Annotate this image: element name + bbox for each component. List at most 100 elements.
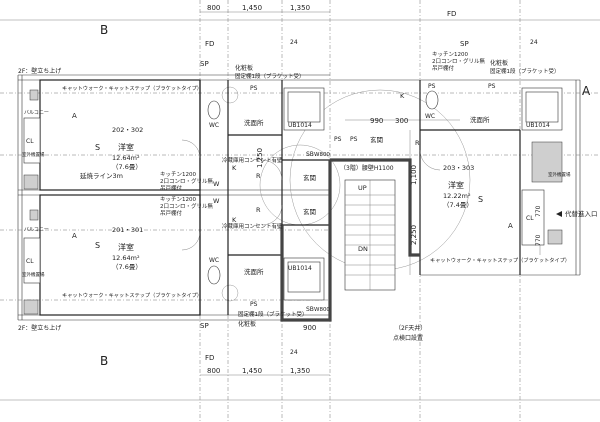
stove-label-bottom: 2口コンロ・グリル無 (160, 202, 213, 210)
fd-label-bottom: FD (205, 354, 214, 362)
washroom-label-right: 洗面所 (470, 115, 490, 124)
room-labels: 202・302 洋室 12.64m² （7.6畳） 201・301 洋室 12.… (112, 126, 474, 271)
catwalk-note-lower: キャットウォーク・キャットステップ（ブラケットタイプ） (62, 291, 202, 299)
room-name-right: 洋室 (448, 180, 464, 190)
dim-1250: 1,250 (256, 148, 264, 168)
stair-core-walls (280, 158, 420, 322)
outdoor-unit-top: 室外機置場 (22, 151, 45, 158)
shoe-box-w-top: W800 (314, 152, 330, 158)
room-no-202: 202・302 (112, 126, 143, 134)
fridge-label-top: 冷蔵庫用コンセント有壁 (222, 156, 283, 164)
dim-900: 900 (303, 324, 316, 332)
mark-s-top: S (95, 143, 100, 152)
balcony-label-top: バルコニー (24, 110, 49, 116)
mark-r-right: R (415, 139, 420, 147)
hanging-shelf-top: 吊戸棚付 (160, 184, 183, 192)
mark-k-bottom: K (232, 216, 237, 224)
fixture-labels: キッチン1200 2口コンロ・グリル無 吊戸棚付 キッチン1200 2口コンロ・… (22, 51, 571, 328)
kitchen-label-right: キッチン1200 (432, 51, 468, 58)
area-jo-right: （7.4畳） (443, 201, 473, 209)
dim-300: 300 (395, 117, 408, 125)
ceiling-note: （2F天井） (395, 324, 426, 332)
area-m2-bottom: 12.64m² (112, 254, 140, 262)
dim-990: 990 (370, 117, 383, 125)
dim-1450-top: 1,450 (242, 4, 262, 12)
unit-bath-top: UB1014 (288, 122, 312, 129)
vanity-label-top: 化粧板 (235, 64, 253, 72)
stair-dn-label: DN (358, 245, 368, 253)
balcony-label-bottom: バルコニー (24, 227, 49, 233)
num-24-top: 24 (290, 39, 298, 46)
catwalk-note-upper: キャットウォーク・キャットステップ（ブラケットタイプ） (62, 84, 202, 92)
wc-label-top: WC (209, 122, 219, 129)
wc-label-right: WC (425, 113, 435, 120)
washroom-label-bottom: 洗面所 (244, 267, 264, 276)
outdoor-unit-right: 室外機置場 (548, 171, 571, 178)
unit-baths (283, 87, 563, 301)
hanging-shelf-right: 吊戸棚付 (432, 64, 455, 72)
mark-r-top: R (256, 172, 261, 180)
dim-770-lower: 770 (535, 234, 542, 246)
ps-label-6: PS (250, 301, 258, 308)
fixed-shelf-label-right: 固定棚1段（ブラケット受） (490, 67, 560, 75)
ps-label-3: PS (350, 136, 358, 143)
entrance-label-bottom: 玄関 (303, 207, 316, 216)
stair-wall-note: （3階）腰壁H1100 (340, 164, 394, 172)
grid-row-b-left: B (100, 23, 108, 37)
dim-800-bottom: 800 (207, 367, 220, 375)
stove-label-top: 2口コンロ・グリル無 (160, 177, 213, 185)
area-m2-top: 12.64m² (112, 154, 140, 162)
mark-r-bottom: R (256, 206, 261, 214)
route-arrow-icon (556, 211, 562, 217)
fixed-shelf-label-bottom: 固定棚1段（ブラケット受） (238, 310, 308, 318)
ps-label-4: PS (428, 83, 436, 90)
closet-label-bottom: CL (26, 258, 34, 265)
replacement-route-note: 代替進入口 (565, 209, 598, 218)
dim-800-top: 800 (207, 4, 220, 12)
num-24-bottom: 24 (290, 349, 298, 356)
wall-upright-note-bottom: 2F：壁立ち上げ (18, 324, 61, 332)
mark-s-right: S (478, 195, 483, 204)
mark-a-top: A (72, 112, 77, 120)
area-jo-top: （7.6畳） (112, 163, 142, 171)
doors (181, 139, 441, 251)
grid-row-b-bottom: B (100, 354, 108, 368)
closet-label-right: CL (526, 215, 534, 222)
fridge-label-bottom: 冷蔵庫用コンセント有壁 (222, 222, 283, 230)
stair (344, 179, 396, 291)
shoe-box-top: SB (306, 151, 314, 158)
mark-k-top: K (232, 164, 237, 172)
sp-label-bottom: SP (200, 322, 209, 330)
fixed-shelf-label-top: 固定棚1段（ブラケット受） (235, 72, 305, 80)
mark-a-bottom: A (72, 232, 77, 240)
toilets (207, 90, 439, 285)
dim-1350-top: 1,350 (290, 4, 310, 12)
closets (23, 117, 545, 284)
stair-up-label: UP (358, 184, 367, 192)
dim-1350-bottom: 1,350 (290, 367, 310, 375)
wall-upright-note-top: 2F：壁立ち上げ (18, 67, 61, 75)
dim-2250: 2,250 (410, 225, 418, 245)
inspection-note: 点検口設置 (393, 334, 423, 342)
ps-label-2: PS (334, 136, 342, 143)
mark-w-bottom: W (213, 197, 220, 205)
hanging-shelf-bottom: 吊戸棚付 (160, 209, 183, 217)
outdoor-unit-bottom: 室外機置場 (22, 271, 45, 278)
fd-label-top-right: FD (447, 10, 456, 18)
entrance-label-right: 玄関 (370, 135, 383, 144)
ps-label-1: PS (250, 85, 258, 92)
washroom-label-top: 洗面所 (244, 118, 264, 127)
room-no-203: 203・303 (443, 164, 474, 172)
shoe-box-w-bottom: W800 (314, 307, 330, 313)
sp-label-top: SP (200, 60, 209, 68)
area-jo-bottom: （7.6畳） (112, 263, 142, 271)
wc-label-bottom: WC (209, 257, 219, 264)
ps-label-5: PS (488, 83, 496, 90)
notes: 2F：壁立ち上げ 2F：壁立ち上げ キャットウォーク・キャットステップ（ブラケッ… (18, 67, 598, 342)
columns (23, 89, 563, 315)
kitchen-label-top: キッチン1200 (160, 171, 196, 178)
kitchen-label-bottom: キッチン1200 (160, 196, 196, 203)
grid-row-a: A (582, 84, 591, 98)
